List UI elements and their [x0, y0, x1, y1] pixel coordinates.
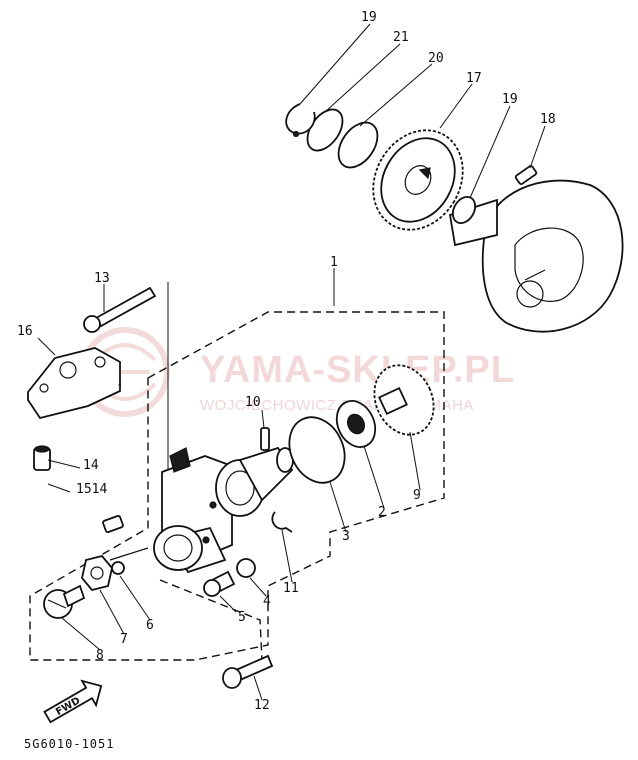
o-ring-3 [288, 416, 346, 484]
watermark: YAMA-SKLEP.PL WOJCIECHOWICZ DEALER YAMAH… [80, 327, 515, 417]
callout-1: 1 [330, 255, 338, 270]
pump-body [109, 446, 294, 574]
watermark-title: YAMA-SKLEP.PL [200, 349, 515, 391]
washer-4 [236, 558, 256, 578]
bearing-2 [335, 400, 377, 448]
bolt-8 [43, 584, 86, 619]
callout-21: 21 [393, 30, 409, 45]
callout-18: 18 [540, 112, 556, 127]
callout-7: 7 [120, 632, 128, 647]
pulley-17 [372, 129, 464, 231]
pin-18 [514, 165, 538, 185]
callout-1514: 1514 [76, 482, 107, 497]
callout-9: 9 [413, 488, 421, 503]
callout-16: 16 [17, 324, 33, 339]
screw-5 [203, 570, 236, 597]
leader-lines [37, 23, 546, 701]
clip-11 [271, 511, 293, 533]
gear-9 [373, 364, 435, 436]
callout-5: 5 [238, 610, 246, 625]
fwd-arrow-icon: FWD [43, 679, 103, 724]
callout-8: 8 [96, 648, 104, 663]
callout-13: 13 [94, 271, 110, 286]
circlip-19-lower [451, 195, 477, 225]
callout-4: 4 [263, 594, 271, 609]
housing-cover [448, 179, 624, 333]
callout-11: 11 [283, 581, 299, 596]
nut-7 [81, 554, 113, 592]
bolt-13 [83, 286, 157, 333]
callout-17: 17 [466, 71, 482, 86]
callout-19-upper: 19 [361, 10, 377, 25]
callout-6: 6 [146, 618, 154, 633]
hose-15 [35, 477, 107, 559]
assembly-subgroup-outline [159, 579, 263, 661]
pin-10 [260, 427, 270, 451]
washer-20 [337, 121, 379, 169]
callout-20: 20 [428, 51, 444, 66]
callout-19-lower: 19 [502, 92, 518, 107]
washer-6 [111, 561, 125, 575]
bushing-14 [33, 445, 51, 471]
circlip-19-upper [285, 103, 316, 138]
callout-14: 14 [83, 458, 99, 473]
fitting-14b [102, 514, 124, 534]
callouts: 19 21 20 17 19 18 1 13 16 10 14 1514 9 2… [17, 10, 556, 713]
callout-3: 3 [342, 529, 350, 544]
diagram-code: 5G6010-1051 [24, 737, 114, 751]
callout-12: 12 [254, 698, 270, 713]
bolt-12 [222, 654, 274, 689]
callout-10: 10 [245, 395, 261, 410]
assembly-outline [29, 311, 445, 661]
callout-2: 2 [378, 505, 386, 520]
bracket-16 [26, 347, 121, 420]
